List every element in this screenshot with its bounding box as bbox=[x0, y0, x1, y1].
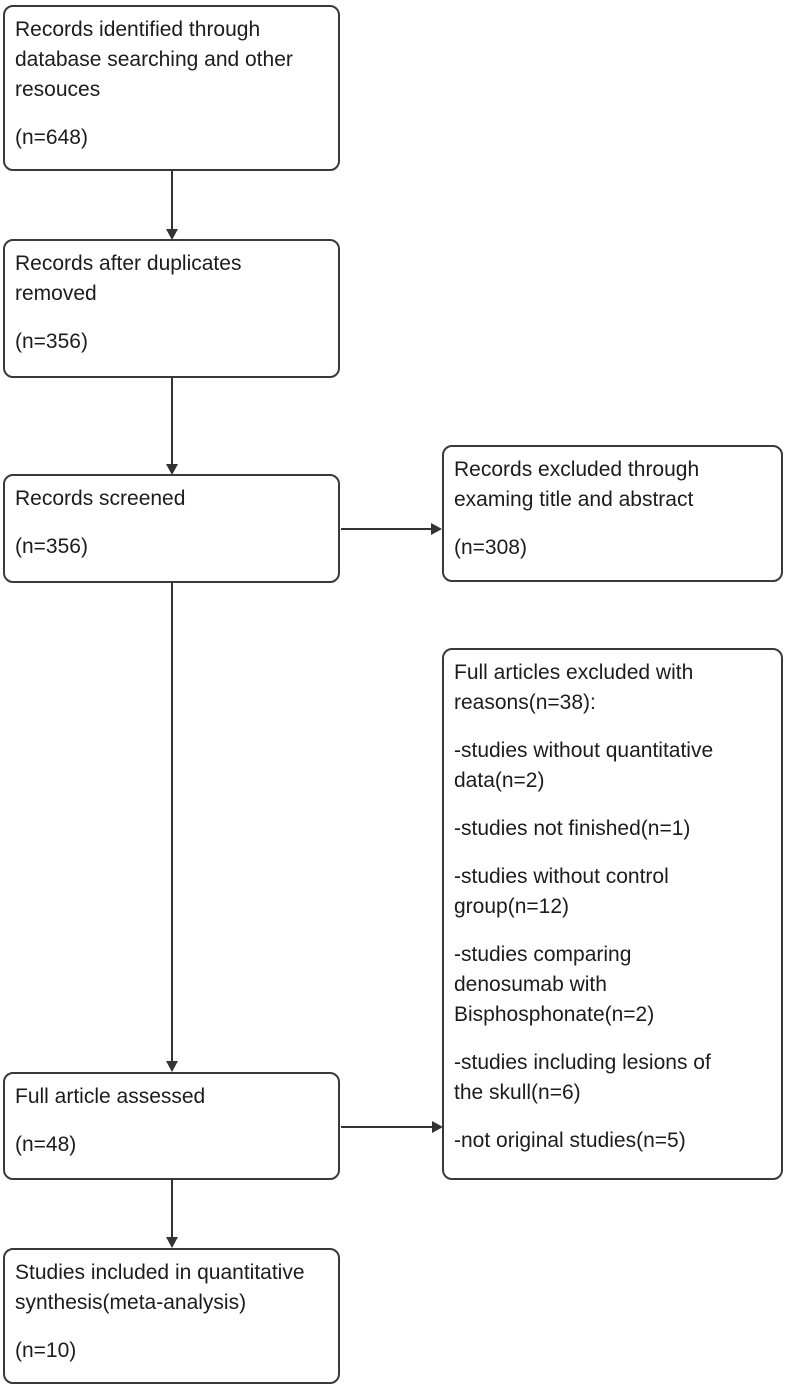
duplicates-removed-text: Records after duplicates removed bbox=[15, 252, 242, 305]
records-screened-count: (n=356) bbox=[15, 535, 88, 558]
exclusion-reason: -studies without control group(n=12) bbox=[454, 865, 669, 918]
records-excluded-count: (n=308) bbox=[454, 536, 527, 559]
arrow-screened-to-fulltext bbox=[166, 582, 178, 1072]
box-records-identified: Records identified through database sear… bbox=[3, 5, 340, 171]
records-identified-text: Records identified through database sear… bbox=[15, 18, 293, 101]
full-article-assessed-count: (n=48) bbox=[15, 1133, 77, 1156]
arrow-duplicates-to-screened bbox=[166, 377, 178, 475]
records-screened-text: Records screened bbox=[15, 487, 186, 510]
arrow-identified-to-duplicates bbox=[166, 171, 178, 240]
arrow-screened-to-excluded bbox=[341, 523, 442, 535]
box-full-articles-excluded: Full articles excluded with reasons(n=38… bbox=[442, 648, 783, 1180]
box-records-excluded-screening: Records excluded through examing title a… bbox=[442, 445, 783, 582]
exclusion-reason: -not original studies(n=5) bbox=[454, 1129, 686, 1152]
records-excluded-text: Records excluded through examing title a… bbox=[454, 458, 700, 511]
arrow-fulltext-to-excluded bbox=[341, 1121, 443, 1133]
box-studies-included: Studies included in quantitative synthes… bbox=[3, 1248, 340, 1384]
studies-included-text: Studies included in quantitative synthes… bbox=[15, 1261, 305, 1314]
box-full-article-assessed: Full article assessed (n=48) bbox=[3, 1072, 340, 1180]
studies-included-count: (n=10) bbox=[15, 1339, 77, 1362]
exclusion-reason: -studies not finished(n=1) bbox=[454, 817, 691, 840]
arrow-fulltext-to-included bbox=[166, 1179, 178, 1248]
records-identified-count: (n=648) bbox=[15, 126, 88, 149]
duplicates-removed-count: (n=356) bbox=[15, 330, 88, 353]
full-article-assessed-text: Full article assessed bbox=[15, 1085, 206, 1108]
exclusion-reason: -studies without quantitative data(n=2) bbox=[454, 739, 714, 792]
exclusion-reason: -studies including lesions of the skull(… bbox=[454, 1051, 711, 1104]
full-articles-excluded-header: Full articles excluded with reasons(n=38… bbox=[454, 661, 694, 714]
box-duplicates-removed: Records after duplicates removed (n=356) bbox=[3, 239, 340, 378]
box-records-screened: Records screened (n=356) bbox=[3, 474, 340, 583]
exclusion-reason: -studies comparing denosumab with Bispho… bbox=[454, 943, 655, 1026]
